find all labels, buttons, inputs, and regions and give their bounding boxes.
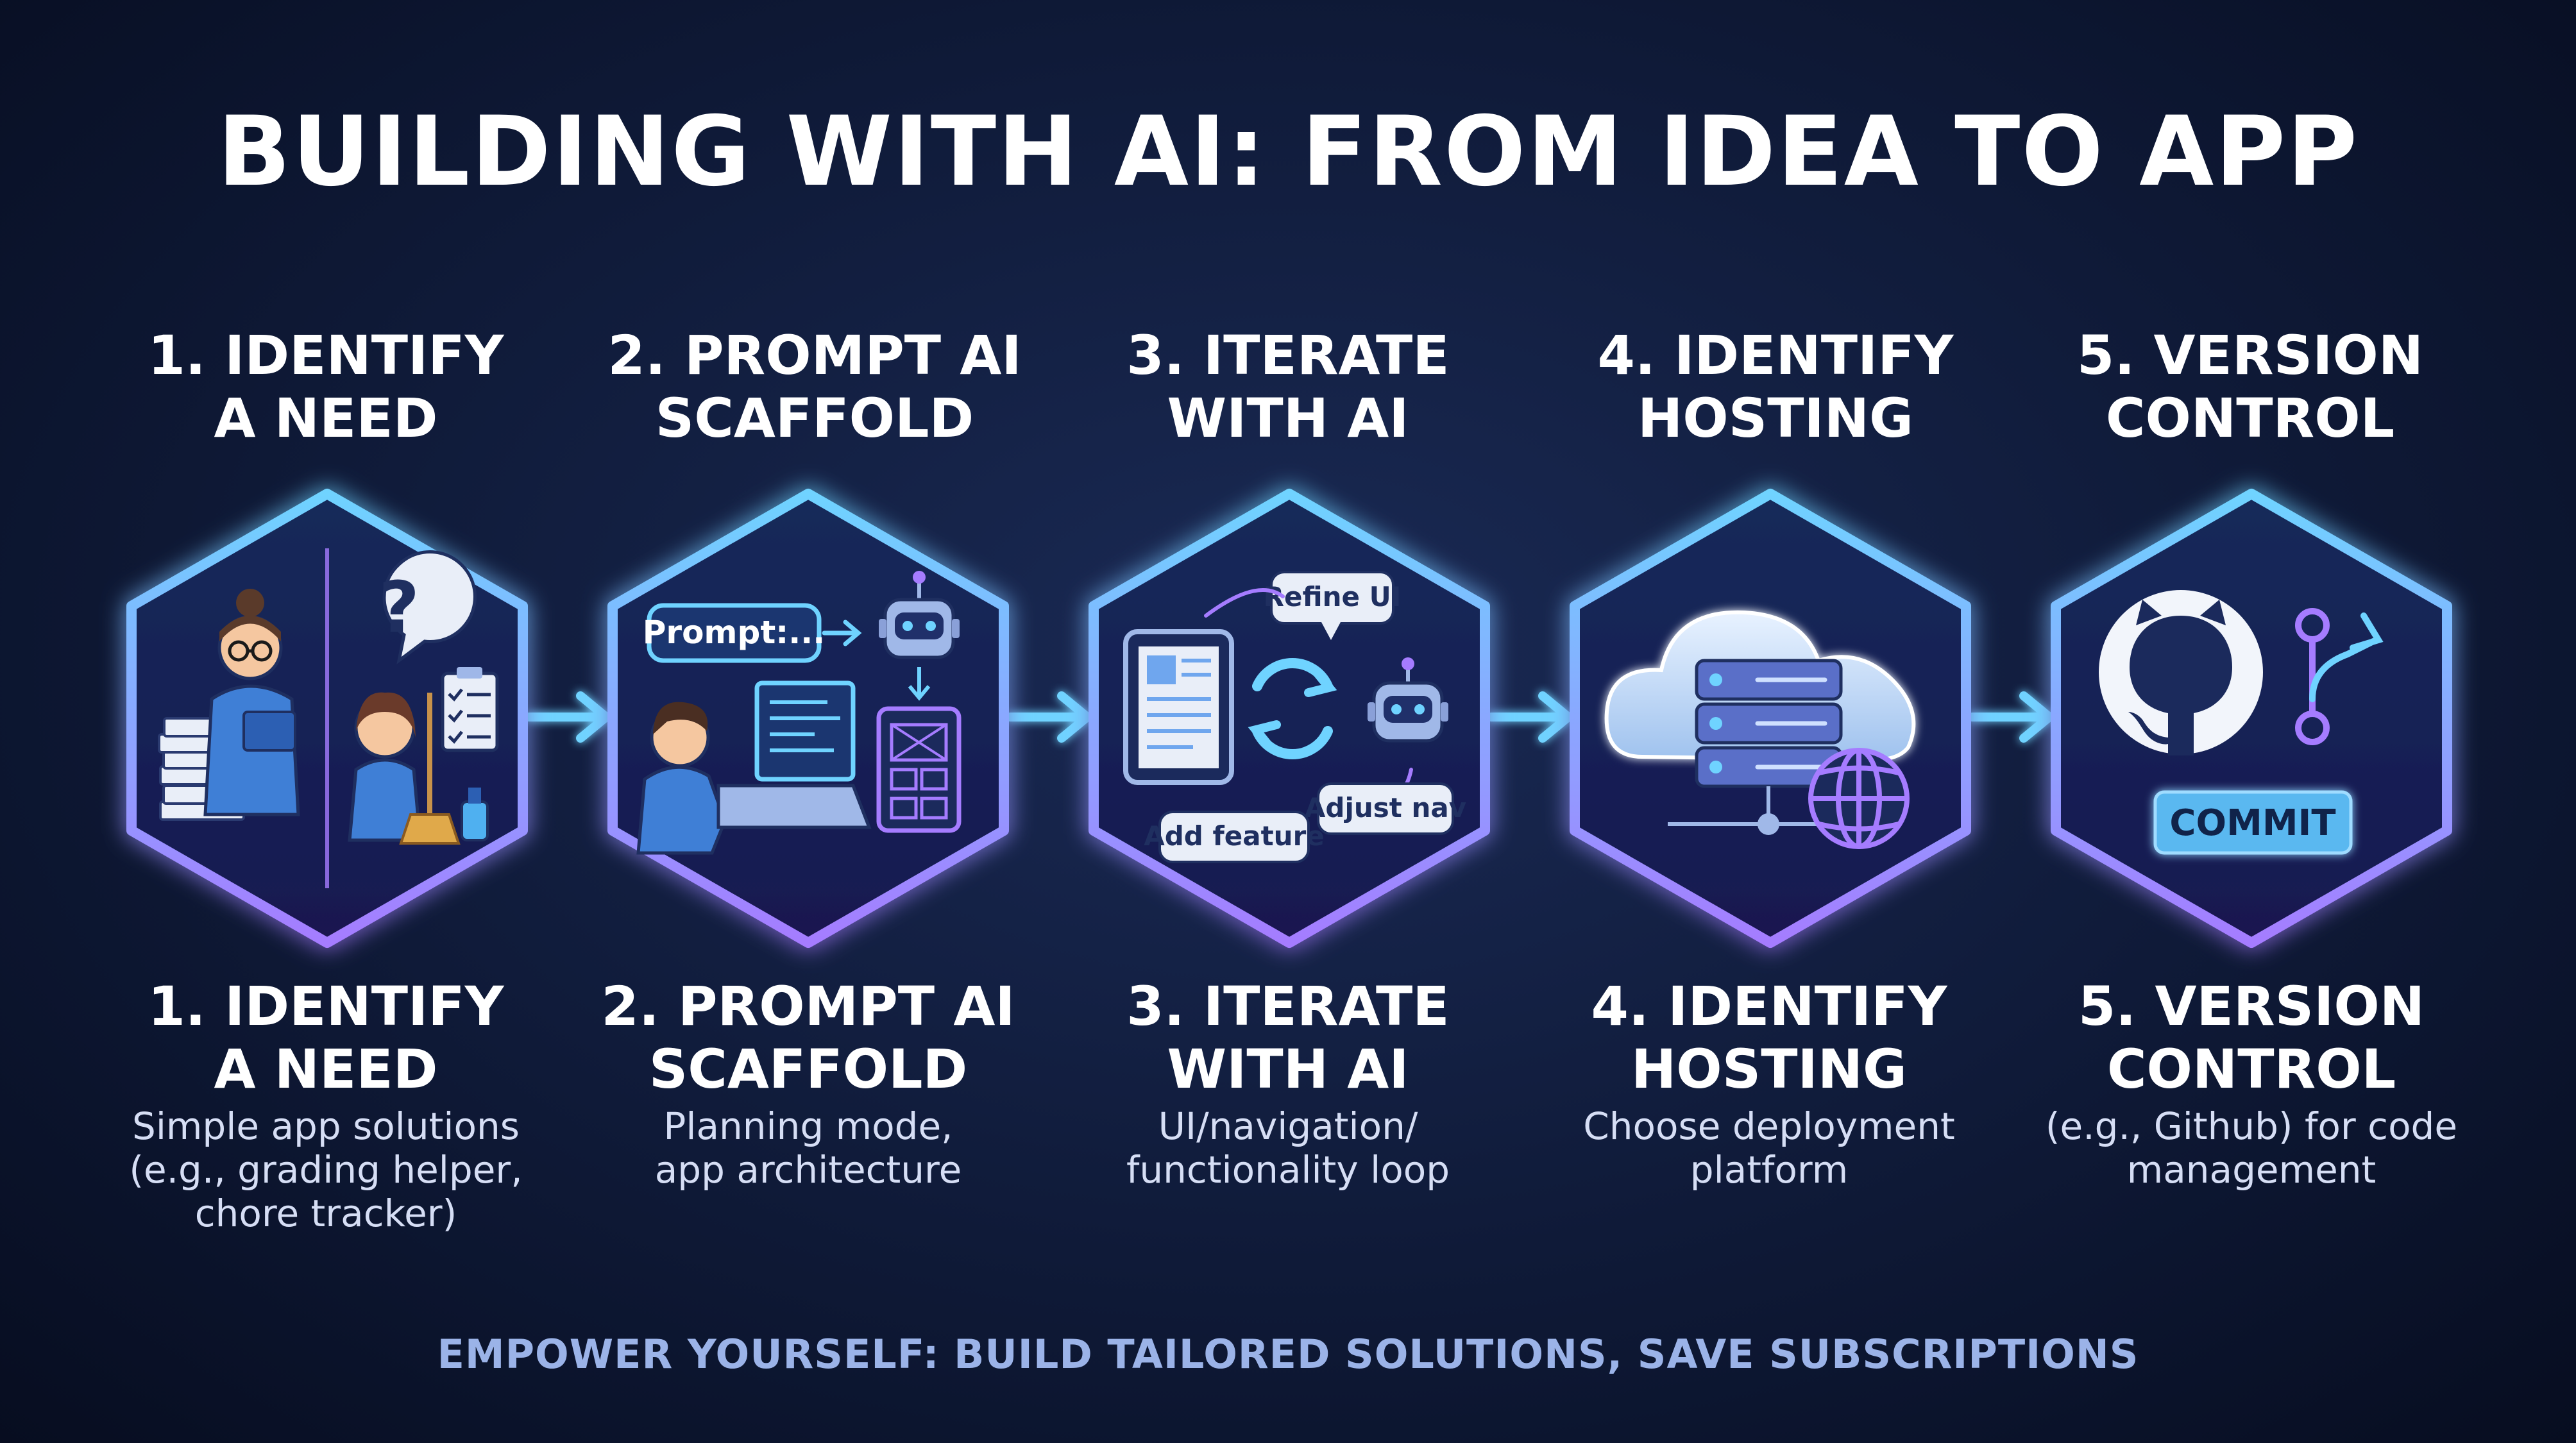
step-3-description: UI/navigation/functionality loop <box>1126 1104 1450 1192</box>
step-2-description: Planning mode,app architecture <box>654 1104 962 1192</box>
spray-bottle-icon <box>461 788 489 841</box>
arrow-1-to-2-icon <box>525 691 611 743</box>
refine-ui-bubble: Refine UI <box>1264 571 1402 640</box>
prompt-arrow-icon <box>822 620 862 646</box>
page-title: BUILDING WITH AI: FROM IDEA TO APP <box>217 96 2359 208</box>
svg-text:Refine UI: Refine UI <box>1264 581 1402 612</box>
github-logo-icon <box>2099 590 2263 755</box>
connector-arrows <box>525 691 2054 743</box>
robot-down-arrow-icon <box>908 667 931 701</box>
arrow-3-to-4-icon <box>1487 691 1573 743</box>
arrow-4-to-5-icon <box>1968 691 2054 743</box>
add-feature-bubble: Add feature <box>1144 811 1325 863</box>
svg-text:?: ? <box>378 566 419 648</box>
question-bubble-icon: ? <box>378 550 477 664</box>
adjust-nav-bubble: Adjust nav <box>1305 782 1466 835</box>
svg-text:COMMIT: COMMIT <box>2169 802 2335 844</box>
globe-icon <box>1808 748 1910 849</box>
prompt-input-box: Prompt:... <box>643 603 825 663</box>
checklist-icon <box>441 667 499 752</box>
svg-text:Add feature: Add feature <box>1144 820 1325 852</box>
arrow-2-to-3-icon <box>1006 691 1092 743</box>
step-1-description: Simple app solutions(e.g., grading helpe… <box>129 1104 523 1235</box>
svg-text:Prompt:...: Prompt:... <box>643 614 825 651</box>
footer-tagline: EMPOWER YOURSELF: BUILD TAILORED SOLUTIO… <box>437 1331 2139 1378</box>
wireframe-icon <box>876 706 962 833</box>
tablet-mockup-icon <box>1123 629 1234 785</box>
developer-at-laptop-icon <box>636 680 872 855</box>
assistant-robot-icon <box>1368 657 1448 743</box>
svg-text:Adjust nav: Adjust nav <box>1305 792 1466 823</box>
git-branch-icon <box>2295 608 2384 745</box>
teacher-with-papers-icon <box>158 589 300 821</box>
parent-with-broom-icon <box>348 692 461 845</box>
robot-icon <box>879 571 960 659</box>
commit-badge: COMMIT <box>2153 790 2353 855</box>
server-rack-icon <box>1695 659 1843 788</box>
